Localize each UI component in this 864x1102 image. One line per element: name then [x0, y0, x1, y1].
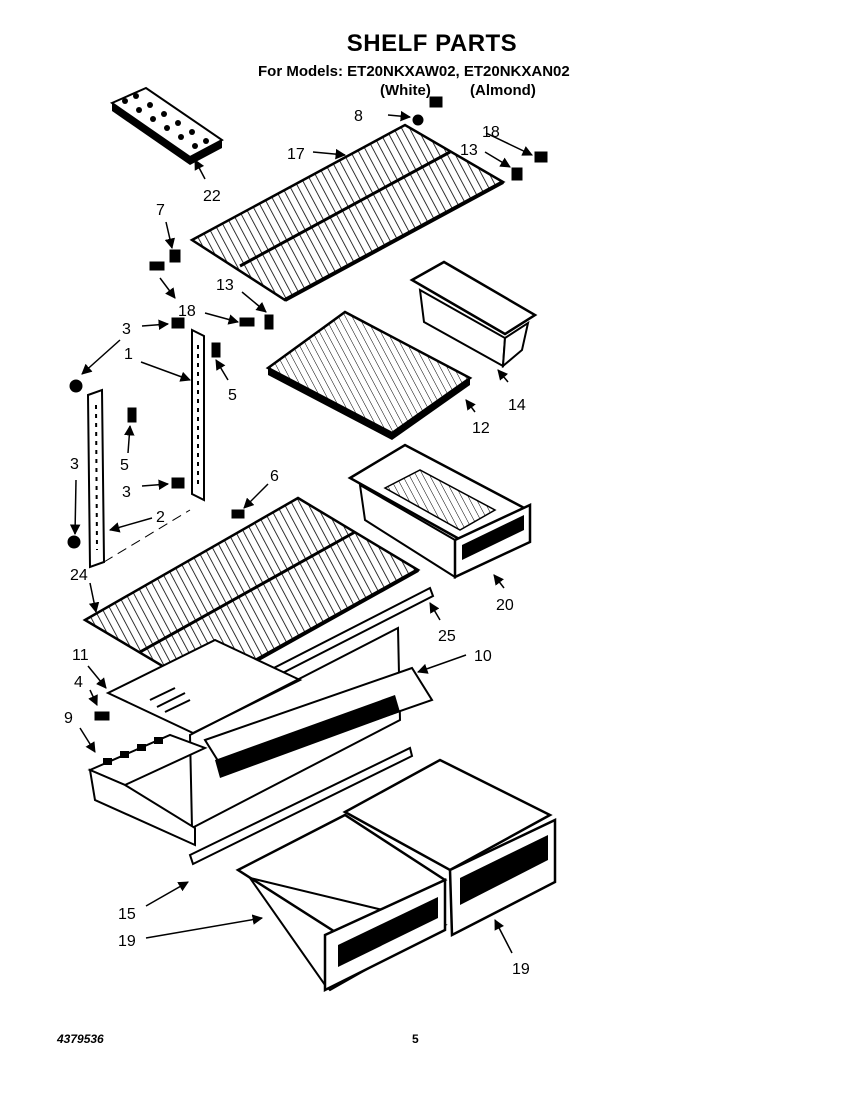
- callout-5-b: 5: [120, 457, 129, 474]
- callout-18-top: 18: [482, 124, 500, 141]
- callout-3-a: 3: [122, 321, 131, 338]
- callout-12: 12: [472, 420, 490, 437]
- finish-white-label: (White): [380, 82, 431, 99]
- callout-10: 10: [474, 648, 492, 665]
- page-number: 5: [412, 1032, 419, 1046]
- callout-labels: 22 8 18 17 13 7 13 18 3 1 5 5 3 3 6 2 24…: [64, 108, 530, 978]
- control-housing-part: [87, 733, 208, 847]
- callout-11: 11: [72, 647, 89, 664]
- callout-15: 15: [118, 906, 136, 923]
- callout-19-left: 19: [118, 933, 136, 950]
- hardware-parts: [67, 96, 548, 721]
- model-numbers: For Models: ET20NKXAW02, ET20NKXAN02: [258, 63, 570, 80]
- shelf-ladder-parts: [86, 328, 205, 569]
- callout-1: 1: [124, 346, 133, 363]
- leader-arrows: [69, 110, 533, 954]
- cover-trim-part: [188, 746, 414, 866]
- callout-25: 25: [438, 628, 456, 645]
- callout-18-mid: 18: [178, 303, 196, 320]
- callout-13-top: 13: [460, 142, 478, 159]
- crisper-drawer-left-part: [235, 813, 448, 993]
- callout-6: 6: [270, 468, 279, 485]
- callout-8: 8: [354, 108, 363, 125]
- callout-9: 9: [64, 710, 73, 727]
- small-bin-part: [409, 260, 538, 369]
- callout-20: 20: [496, 597, 514, 614]
- meat-drawer-part: [347, 443, 532, 579]
- callout-3-b: 3: [70, 456, 79, 473]
- callout-2: 2: [156, 509, 165, 526]
- crisper-glass-part: [105, 638, 303, 735]
- crisper-frame-part: [188, 626, 434, 830]
- callout-24: 24: [70, 567, 88, 584]
- callout-4: 4: [74, 674, 83, 691]
- callout-22: 22: [203, 188, 221, 205]
- crisper-drawer-right-part: [342, 758, 557, 938]
- callout-19-right: 19: [512, 961, 530, 978]
- page-title: SHELF PARTS: [346, 30, 518, 57]
- callout-17: 17: [287, 146, 305, 163]
- callout-5-a: 5: [228, 387, 237, 404]
- finish-almond-label: (Almond): [470, 82, 536, 99]
- upper-wire-shelf-part: [189, 123, 506, 302]
- callout-3-c: 3: [122, 484, 131, 501]
- document-number: 4379536: [57, 1032, 104, 1046]
- callout-13-mid: 13: [216, 277, 234, 294]
- callout-14: 14: [508, 397, 526, 414]
- glass-shelf-frame-part: [265, 310, 473, 440]
- callout-7: 7: [156, 202, 165, 219]
- ice-tray-part: [109, 86, 224, 165]
